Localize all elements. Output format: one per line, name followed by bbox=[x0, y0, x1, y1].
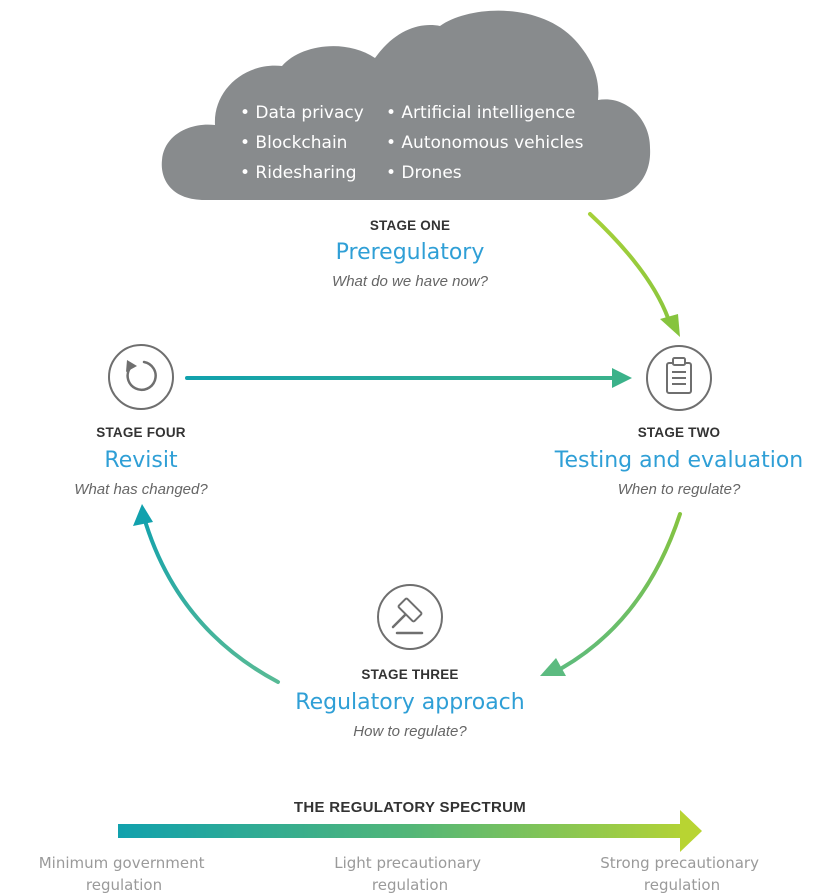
stage-four: STAGE FOUR Revisit What has changed? bbox=[74, 344, 208, 498]
stage-four-name: Revisit bbox=[104, 448, 178, 473]
cloud-item: • Ridesharing bbox=[240, 163, 357, 183]
arrow-three-to-four bbox=[133, 504, 280, 684]
stage-two: STAGE TWO Testing and evaluation When to… bbox=[554, 345, 803, 498]
cloud-item: • Drones bbox=[386, 163, 462, 183]
stage-two-kicker: STAGE TWO bbox=[638, 425, 721, 440]
stage-four-question: What has changed? bbox=[74, 481, 208, 498]
spectrum-arrowhead bbox=[680, 810, 702, 852]
spectrum-label-minimum: Minimum government regulation bbox=[39, 854, 210, 893]
stage-three-name: Regulatory approach bbox=[295, 690, 524, 715]
cloud-item: • Artificial intelligence bbox=[386, 103, 575, 123]
stage-one-question: What do we have now? bbox=[332, 273, 489, 290]
cloud-shape bbox=[161, 10, 651, 200]
stage-four-kicker: STAGE FOUR bbox=[96, 425, 186, 440]
gavel-icon bbox=[377, 584, 443, 650]
cloud-item: • Autonomous vehicles bbox=[386, 133, 584, 153]
spectrum-label-strong: Strong precautionary regulation bbox=[600, 854, 764, 893]
stage-three-kicker: STAGE THREE bbox=[361, 667, 458, 682]
spectrum-title: THE REGULATORY SPECTRUM bbox=[294, 799, 526, 816]
stage-three: STAGE THREE Regulatory approach How to r… bbox=[295, 584, 525, 740]
cloud-item: • Data privacy bbox=[240, 103, 364, 123]
cloud: • Data privacy • Blockchain • Ridesharin… bbox=[161, 10, 651, 200]
spectrum-label-light: Light precautionary regulation bbox=[334, 854, 486, 893]
arrow-two-to-three bbox=[540, 512, 682, 676]
stage-one-name: Preregulatory bbox=[336, 240, 485, 265]
arrow-four-to-two bbox=[185, 368, 632, 388]
arrow-one-to-two bbox=[588, 212, 680, 337]
clipboard-icon bbox=[646, 345, 712, 411]
stage-two-question: When to regulate? bbox=[618, 481, 741, 498]
regulatory-spectrum: THE REGULATORY SPECTRUM Minimum governme… bbox=[39, 799, 764, 893]
stage-two-name: Testing and evaluation bbox=[554, 448, 803, 473]
stage-one: STAGE ONE Preregulatory What do we have … bbox=[332, 218, 489, 290]
stage-one-kicker: STAGE ONE bbox=[370, 218, 450, 233]
cloud-item: • Blockchain bbox=[240, 133, 347, 153]
stage-three-question: How to regulate? bbox=[353, 723, 467, 740]
spectrum-bar bbox=[118, 824, 690, 838]
refresh-icon bbox=[108, 344, 174, 410]
